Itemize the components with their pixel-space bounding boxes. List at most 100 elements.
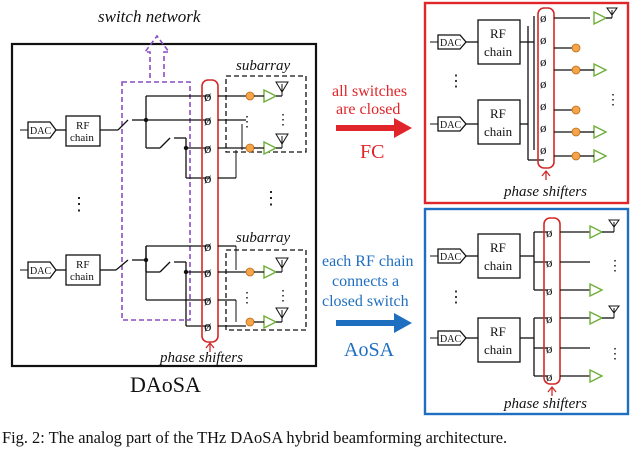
phase-shifter-pointer	[205, 341, 215, 352]
aosa-frame	[423, 207, 630, 416]
switch-network-label: switch network	[98, 7, 201, 26]
amplifier-icon	[263, 88, 278, 104]
fc-frame	[423, 1, 630, 205]
chain-label: chain	[484, 258, 513, 273]
aosa-outputs: ⋮ ⋮	[560, 219, 622, 384]
dac-block	[27, 121, 57, 139]
phase-shifter-column	[537, 7, 555, 169]
svg-text:⋮: ⋮	[608, 347, 622, 362]
amplifier-icon	[593, 62, 608, 78]
dac-block	[437, 248, 467, 264]
svg-text:ø: ø	[540, 120, 547, 135]
rf-chain-block	[477, 233, 521, 279]
fc-label: FC	[360, 141, 384, 163]
subarray-box	[225, 75, 307, 153]
svg-text:ø: ø	[546, 283, 553, 298]
daosa-title: DAoSA	[130, 372, 201, 397]
svg-text:ø: ø	[204, 141, 212, 157]
amplifier-icon	[589, 310, 604, 326]
amplifier-icon	[593, 10, 608, 26]
antenna-icon	[275, 257, 289, 272]
svg-text:ø: ø	[546, 369, 553, 384]
svg-text:ø: ø	[540, 32, 547, 47]
ellipsis-aosa: ⋮	[448, 289, 464, 306]
svg-text:ø: ø	[540, 54, 547, 69]
svg-text:ø: ø	[540, 10, 547, 25]
rf-chain-block	[65, 115, 101, 147]
chain-label: chain	[484, 44, 513, 59]
phase-shifters-label: phase shifters	[159, 350, 243, 366]
chain-label: chain	[484, 124, 513, 139]
svg-text:ø: ø	[540, 98, 547, 113]
aosa-arrow	[336, 313, 412, 333]
phase-shifters-left: ø ø ø ø ø ø ø ø	[204, 89, 212, 335]
svg-text:ø: ø	[204, 319, 212, 335]
dac-label: DAC	[30, 266, 51, 277]
antenna-icon	[275, 307, 289, 322]
ellipsis-left-top: ⋮	[70, 194, 88, 214]
top-subarray-outputs: ⋮ ⋮	[218, 81, 290, 179]
rf-label: RF	[490, 240, 506, 255]
aosa-panel: DAC RF chain ⋮ DAC RF chain ø ø ø ø ø ø	[423, 207, 630, 416]
aosa-text-line1: each RF chain	[322, 253, 414, 270]
antenna-icon	[608, 219, 620, 232]
bottom-subarray-outputs: ⋮ ⋮	[218, 245, 290, 330]
rf-chain-block	[477, 99, 521, 145]
dac-block	[437, 34, 467, 50]
aosa-transition: each RF chain connects a closed switch A…	[322, 253, 414, 361]
amplifier-icon	[593, 148, 608, 164]
ellipsis-subarray: ⋮	[240, 291, 254, 306]
switch-network-arrow	[143, 34, 171, 78]
ellipsis-subarray: ⋮	[240, 115, 254, 130]
svg-text:ø: ø	[546, 255, 553, 270]
amplifier-icon	[589, 282, 604, 298]
rf-label: RF	[76, 259, 89, 271]
bottom-rf-group: DAC RF chain	[20, 245, 210, 327]
subarray-box	[225, 249, 307, 331]
svg-text:ø: ø	[204, 239, 212, 255]
ellipsis-middle: ⋮	[262, 188, 280, 208]
dac-block	[27, 261, 57, 279]
subarray-label: subarray	[236, 58, 291, 74]
svg-text:ø: ø	[546, 341, 553, 356]
amplifier-icon	[589, 224, 604, 240]
chain-label: chain	[70, 271, 94, 283]
amplifier-icon	[589, 368, 604, 384]
svg-text:ø: ø	[204, 89, 212, 105]
subarray-label: subarray	[236, 230, 291, 246]
amplifier-icon	[263, 314, 278, 330]
fc-outputs: ⋮	[554, 7, 620, 164]
svg-text:ø: ø	[204, 293, 212, 309]
daosa-frame	[10, 42, 318, 368]
aosa-text-line2: connects a	[332, 273, 399, 290]
adder	[245, 143, 255, 153]
rf-label: RF	[76, 120, 89, 132]
antenna-icon	[608, 305, 620, 318]
rf-label: RF	[490, 26, 506, 41]
phase-shifter-column	[543, 217, 561, 385]
daosa-panel: switch network DAC RF chain	[10, 7, 318, 397]
svg-text:ø: ø	[204, 265, 212, 281]
svg-text:ø: ø	[540, 142, 547, 157]
rf-label: RF	[490, 324, 506, 339]
dac-label: DAC	[440, 252, 461, 263]
amplifier-icon	[263, 264, 278, 280]
fc-arrow	[336, 118, 412, 138]
fc-panel: DAC RF chain ⋮ DAC RF chain ø ø ø ø ø ø …	[423, 1, 630, 205]
svg-text:ø: ø	[546, 225, 553, 240]
phase-shifters-label: phase shifters	[503, 396, 587, 412]
ellipsis-fc: ⋮	[448, 73, 464, 90]
rf-chain-block	[65, 254, 101, 286]
phase-shifters-fc: ø ø ø ø ø ø ø	[540, 10, 547, 157]
antenna-icon	[275, 81, 289, 96]
rf-chain-block	[477, 317, 521, 363]
ellipsis-subarray: ⋮	[276, 289, 290, 304]
svg-text:ø: ø	[546, 311, 553, 326]
aosa-text-line3: closed switch	[322, 293, 409, 310]
rf-label: RF	[490, 106, 506, 121]
svg-text:ø: ø	[204, 113, 212, 129]
amplifier-icon	[593, 124, 608, 140]
svg-text:⋮: ⋮	[608, 259, 622, 274]
ellipsis-subarray: ⋮	[276, 113, 290, 128]
